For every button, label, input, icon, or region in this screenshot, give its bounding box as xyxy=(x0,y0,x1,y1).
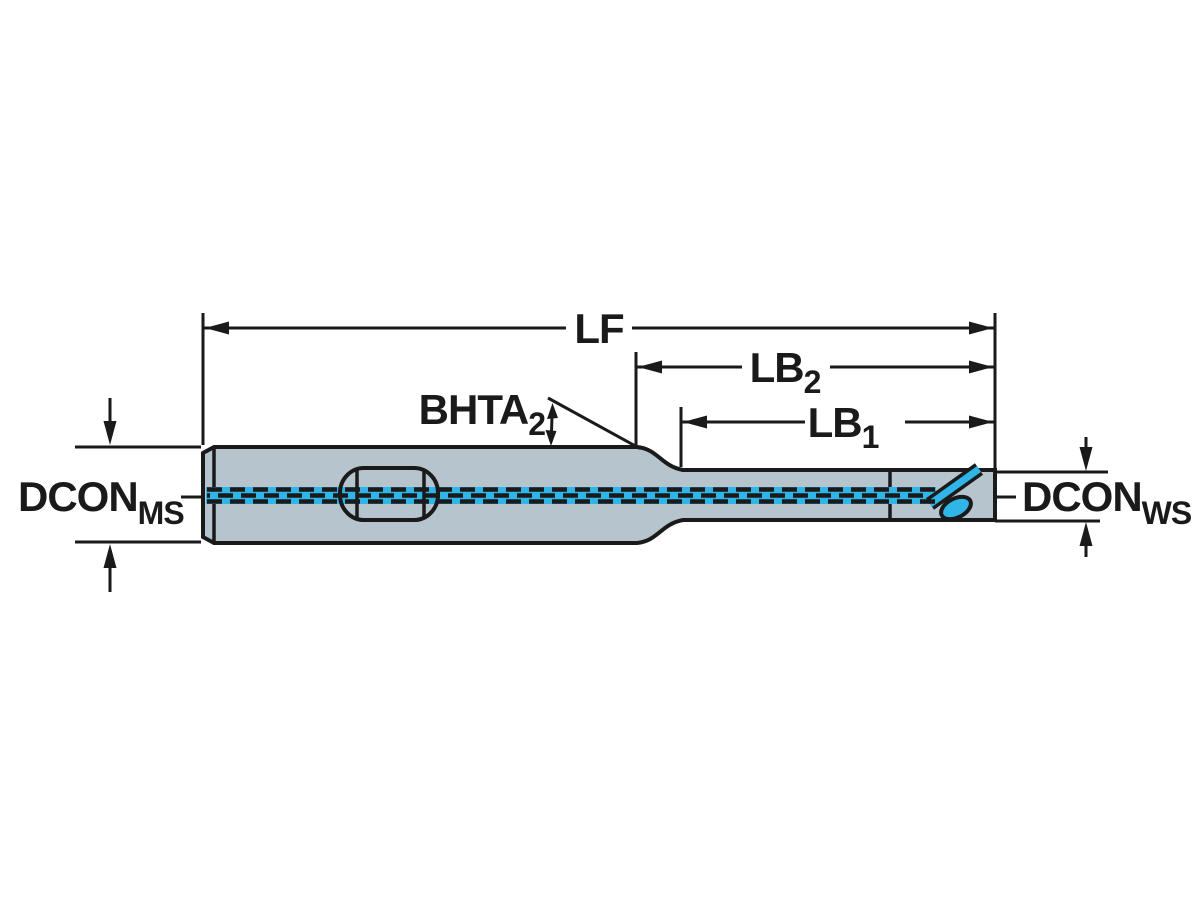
coolant-exit-bore xyxy=(927,466,982,507)
lb1-label: LB1 xyxy=(808,399,879,455)
dcon-ws-arrow-up xyxy=(1079,522,1093,546)
lb2-arrow-right xyxy=(969,360,993,374)
dimension-dcon-ms: DCONMS xyxy=(18,398,202,592)
dimension-dcon-ws: DCONWS xyxy=(995,437,1193,557)
dcon-ms-arrow-down xyxy=(103,421,117,445)
bhta2-label: BHTA2 xyxy=(419,386,546,442)
bhta2-angle-arrow-shaft xyxy=(550,415,554,433)
shank-slot-outline xyxy=(338,466,440,522)
annotation-bhta2: BHTA2 xyxy=(419,386,641,450)
lf-arrow-left xyxy=(205,321,229,335)
coolant-outlet-hole xyxy=(939,494,973,522)
lf-label: LF xyxy=(574,305,624,352)
coolant-channel xyxy=(206,463,984,522)
dcon-ms-arrow-up xyxy=(103,544,117,568)
bhta2-angle-arrow-down xyxy=(545,430,557,446)
dimension-lb1: LB1 xyxy=(679,399,995,467)
dcon-ms-label: DCONMS xyxy=(18,473,184,531)
bhta2-taper-reference-line xyxy=(547,396,641,450)
lb1-arrow-left xyxy=(683,415,707,429)
bhta2-angle-arrow-up xyxy=(547,403,558,419)
lb2-label: LB2 xyxy=(750,344,821,400)
dimension-lb2: LB2 xyxy=(634,344,995,446)
dcon-ws-arrow-down xyxy=(1079,447,1093,471)
lb1-arrow-right xyxy=(969,415,993,429)
dcon-ws-label: DCONWS xyxy=(1022,473,1192,531)
shank-slot xyxy=(338,466,440,522)
lf-arrow-right xyxy=(969,321,993,335)
lb2-arrow-left xyxy=(638,360,662,374)
dimension-lf: LF xyxy=(201,305,997,468)
